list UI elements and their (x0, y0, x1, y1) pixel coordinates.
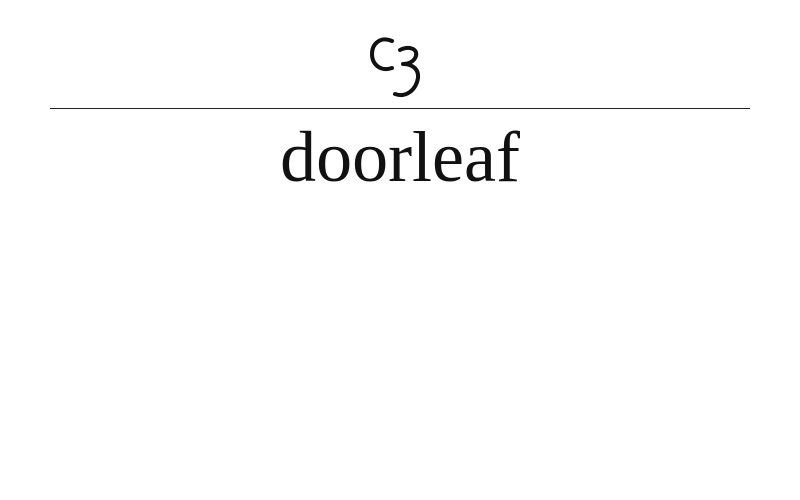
c3-glyph-icon (370, 37, 421, 97)
divider-line (50, 108, 750, 109)
glyph-container (0, 26, 800, 106)
headword: doorleaf (280, 117, 520, 197)
